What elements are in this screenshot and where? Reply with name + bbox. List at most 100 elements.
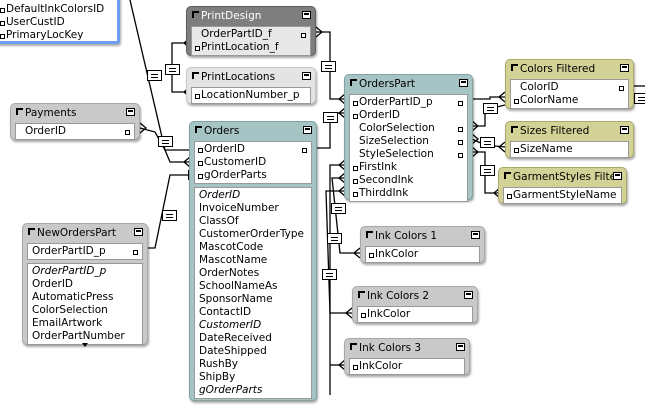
field-row[interactable]: SponsorName [195, 293, 311, 306]
field-row[interactable]: MascotCode [195, 241, 311, 254]
table-title: PrintDesign [201, 10, 262, 22]
relationship-marker[interactable] [147, 70, 162, 81]
field-row[interactable]: CustomerID [195, 319, 311, 332]
collapse-button[interactable] [303, 126, 312, 134]
field-row[interactable]: InkColor [350, 360, 464, 373]
scroll-down-icon[interactable] [82, 343, 88, 347]
collapse-button[interactable] [471, 231, 480, 239]
collapse-button[interactable] [134, 228, 143, 236]
table-header[interactable]: Ink Colors 1 [365, 227, 480, 246]
collapse-button[interactable] [126, 108, 135, 116]
table-occurrence-colors-filtered[interactable]: Colors Filtered ColorID ColorName [505, 59, 634, 109]
table-occurrence-orders-part[interactable]: OrdersPart OrderPartID_p OrderID ColorSe… [344, 74, 473, 202]
collapse-button[interactable] [456, 343, 465, 351]
table-occurrence-garment-styles-filtered[interactable]: GarmentStyles Filte... GarmentStyleName [498, 167, 627, 204]
field-row[interactable]: OrderNotes [195, 267, 311, 280]
field-row[interactable]: InvoiceNumber [195, 202, 311, 215]
relationship-marker[interactable] [162, 210, 177, 221]
relationship-marker[interactable] [331, 203, 346, 214]
table-header[interactable]: OrdersPart [349, 75, 468, 94]
field-row[interactable]: CustomerOrderType [195, 228, 311, 241]
collapse-button[interactable] [464, 291, 473, 299]
field-row[interactable]: ClassOf [195, 215, 311, 228]
table-header[interactable]: Ink Colors 3 [349, 339, 465, 358]
collapse-button[interactable] [620, 126, 629, 134]
field-row[interactable]: OrderID [28, 278, 142, 291]
field-row[interactable]: OrderID [195, 143, 311, 156]
table-occurrence-ink-colors-2[interactable]: Ink Colors 2 InkColor [352, 286, 478, 323]
table-occurrence-print-design[interactable]: PrintDesign OrderPartID_f PrintLocation_… [186, 6, 316, 56]
field-row[interactable]: DefaultInkColorsID [0, 3, 117, 16]
field-row[interactable]: OrderPartID_p [28, 265, 142, 278]
field-row[interactable]: ShipBy [195, 371, 311, 384]
table-occurrence-new-orders-part[interactable]: NewOrdersPart OrderPartID_p OrderPartID_… [22, 223, 148, 347]
table-occurrence-payments[interactable]: Payments OrderID [10, 103, 140, 140]
table-occurrence-top-left[interactable]: DefaultInkColorsID UserCustID PrimaryLoc… [0, 0, 120, 44]
relationship-marker[interactable] [480, 137, 495, 148]
field-row[interactable]: InkColor [358, 308, 472, 321]
relationship-marker[interactable] [321, 61, 336, 72]
field-row[interactable]: LocationNumber_p [192, 89, 310, 102]
field-row[interactable]: OrderPartNumber [28, 330, 142, 343]
field-row[interactable]: MascotName [195, 254, 311, 267]
field-row[interactable]: RushBy [195, 358, 311, 371]
field-row[interactable]: UserCustID [0, 16, 117, 29]
field-row[interactable]: AutomaticPress [28, 291, 142, 304]
field-row[interactable]: InkColor [366, 248, 479, 261]
table-occurrence-ink-colors-1[interactable]: Ink Colors 1 InkColor [360, 226, 485, 263]
field-row[interactable]: GarmentStyleName [504, 189, 621, 202]
table-header[interactable]: PrintLocations [191, 68, 311, 87]
field-row[interactable]: SchoolNameAs [195, 280, 311, 293]
relationship-marker[interactable] [483, 103, 498, 114]
table-occurrence-print-locations[interactable]: PrintLocations LocationNumber_p [186, 67, 316, 104]
relationship-marker[interactable] [322, 269, 337, 280]
field-row[interactable]: PrimaryLocKey [0, 29, 117, 42]
field-row[interactable]: EmailArtwork [28, 317, 142, 330]
relationship-marker[interactable] [327, 233, 342, 244]
field-row[interactable]: ThirddInk [350, 187, 467, 200]
table-header[interactable]: GarmentStyles Filte... [503, 168, 622, 187]
field-row[interactable]: ColorID [511, 81, 628, 94]
field-row[interactable]: SecondInk [350, 174, 467, 187]
table-header[interactable]: PrintDesign [191, 7, 311, 26]
relationship-marker[interactable] [323, 112, 338, 123]
table-header[interactable]: Payments [15, 104, 135, 123]
collapse-button[interactable] [620, 64, 629, 72]
field-row[interactable]: ColorSelection [350, 122, 467, 135]
table-header[interactable]: NewOrdersPart [27, 224, 143, 243]
field-row[interactable]: OrderPartID_p [350, 96, 467, 109]
collapse-button[interactable] [302, 11, 311, 19]
field-row[interactable]: DateReceived [195, 332, 311, 345]
field-row[interactable]: DateShipped [195, 345, 311, 358]
table-occurrence-ink-colors-3[interactable]: Ink Colors 3 InkColor [344, 338, 470, 375]
field-row[interactable]: ContactID [195, 306, 311, 319]
field-row[interactable]: PrintLocation_f [192, 41, 310, 54]
table-header[interactable]: Orders [194, 122, 312, 141]
field-row[interactable]: ColorName [511, 94, 628, 107]
field-row[interactable]: OrderID [350, 109, 467, 122]
field-row[interactable]: FirstInk [350, 161, 467, 174]
field-row[interactable]: OrderID [16, 125, 134, 138]
collapse-button[interactable] [613, 172, 622, 180]
field-row[interactable]: OrderPartID_f [192, 28, 310, 41]
field-row[interactable]: OrderPartID_p [28, 245, 142, 258]
field-row[interactable]: gOrderParts [195, 169, 311, 182]
relationship-marker[interactable] [634, 93, 645, 104]
field-row[interactable]: SizeSelection [350, 135, 467, 148]
field-row[interactable]: StyleSelection [350, 148, 467, 161]
relationship-marker[interactable] [165, 64, 180, 75]
table-occurrence-sizes-filtered[interactable]: Sizes Filtered SizeName [505, 121, 634, 158]
table-header[interactable]: Colors Filtered [510, 60, 629, 79]
field-row[interactable]: OrderID [195, 189, 311, 202]
relationship-marker[interactable] [158, 136, 173, 147]
collapse-button[interactable] [459, 79, 468, 87]
table-occurrence-orders[interactable]: Orders OrderID CustomerID gOrderParts Or… [189, 121, 317, 401]
field-row[interactable]: CustomerID [195, 156, 311, 169]
field-row[interactable]: SizeName [511, 143, 628, 156]
field-row[interactable]: ColorSelection [28, 304, 142, 317]
table-header[interactable]: Sizes Filtered [510, 122, 629, 141]
table-header[interactable]: Ink Colors 2 [357, 287, 473, 306]
field-row[interactable]: gOrderParts [195, 384, 311, 397]
collapse-button[interactable] [302, 72, 311, 80]
relationship-marker[interactable] [480, 165, 495, 176]
